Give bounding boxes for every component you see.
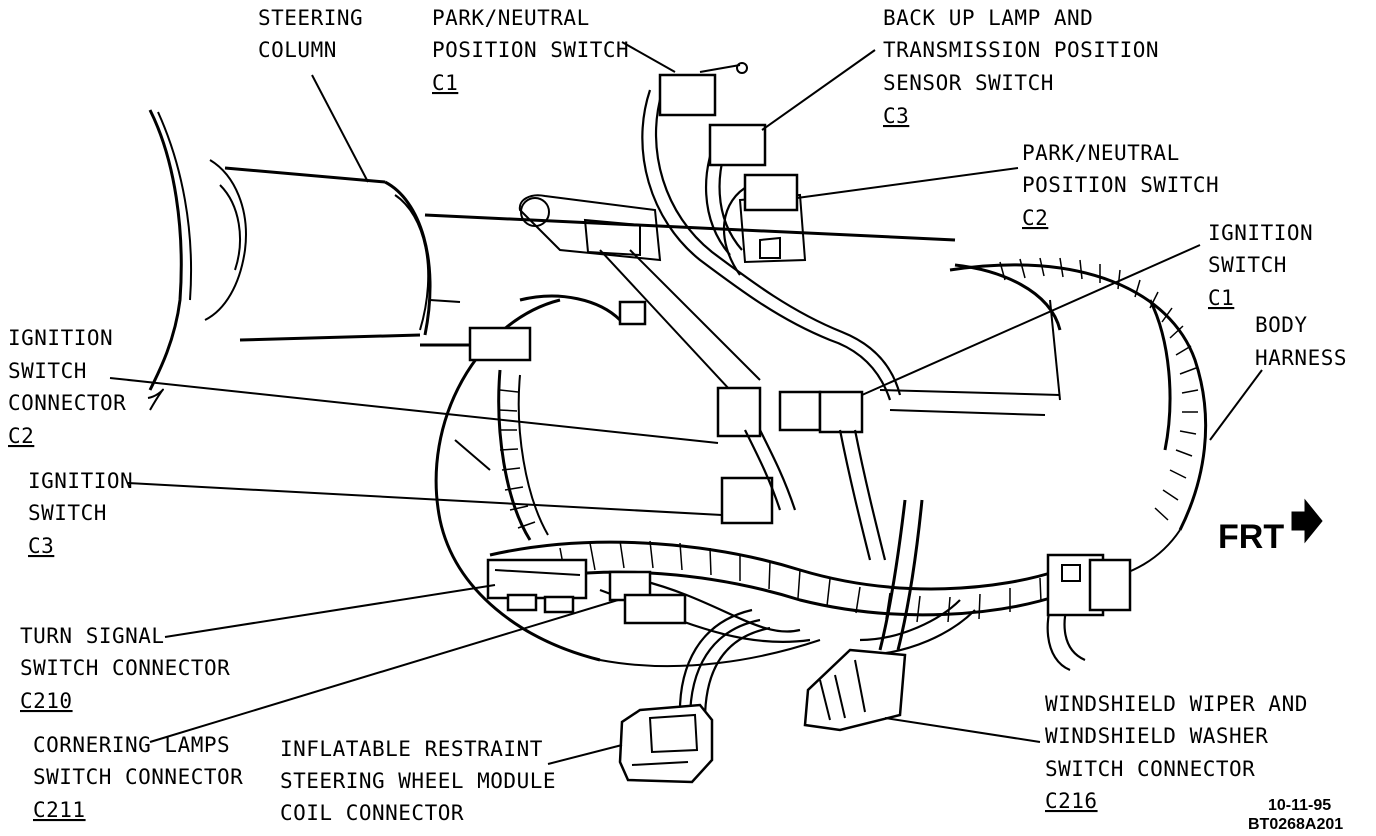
label-windshield-wiper-c216: WINDSHIELD WIPER AND WINDSHIELD WASHER S… — [1045, 692, 1321, 813]
front-direction-marker: FRT — [1218, 498, 1323, 556]
label-ignition-switch-c3: IGNITION SWITCH C3 — [28, 469, 146, 558]
front-arrow-icon — [1291, 498, 1323, 544]
label-park-neutral-c1: PARK/NEUTRAL POSITION SWITCH C1 — [432, 6, 642, 95]
callout-labels: STEERING COLUMN PARK/NEUTRAL POSITION SW… — [8, 6, 1347, 825]
label-inflatable-restraint: INFLATABLE RESTRAINT STEERING WHEEL MODU… — [280, 737, 569, 825]
label-ignition-switch-c1: IGNITION SWITCH C1 — [1208, 221, 1326, 310]
label-park-neutral-c2: PARK/NEUTRAL POSITION SWITCH C2 — [1022, 141, 1232, 230]
label-body-harness: BODY HARNESS — [1255, 313, 1347, 370]
label-steering-column: STEERING COLUMN — [258, 6, 376, 62]
label-cornering-lamps-c211: CORNERING LAMPS SWITCH CONNECTOR C211 — [33, 733, 256, 822]
label-turn-signal-c210: TURN SIGNAL SWITCH CONNECTOR C210 — [20, 624, 243, 713]
stamp-code: BT0268A201 — [1248, 816, 1343, 833]
leader-lines — [109, 41, 1263, 765]
frt-label: FRT — [1218, 518, 1284, 556]
steering-column-illustration — [148, 62, 1208, 784]
label-backup-lamp-c3: BACK UP LAMP AND TRANSMISSION POSITION S… — [883, 6, 1172, 128]
figure-stamp: 10-11-95 BT0268A201 — [1248, 797, 1343, 833]
stamp-date: 10-11-95 — [1268, 797, 1331, 814]
label-ignition-switch-connector-c2: IGNITION SWITCH CONNECTOR C2 — [8, 326, 139, 448]
